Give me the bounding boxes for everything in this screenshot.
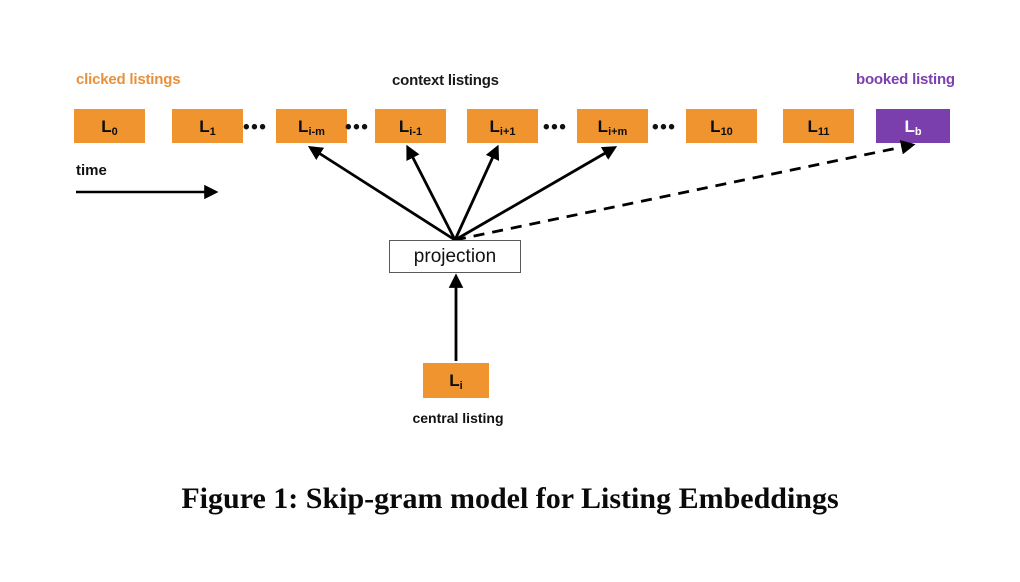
listing-box-label: L10 (710, 116, 733, 138)
context-arrow-1 (406, 144, 457, 241)
listing-box-label: Lb (904, 116, 922, 138)
listing-box-label: L0 (101, 116, 118, 138)
clicked-listings-label: clicked listings (76, 71, 181, 88)
booked-listing-label: booked listing (856, 71, 955, 88)
listing-box-label: Li+1 (489, 116, 516, 138)
listing-box-l-i-1[interactable]: Li-1 (375, 109, 446, 143)
listing-box-label: L11 (807, 116, 830, 138)
central-listing-label: Li (449, 371, 463, 392)
booked-arrow (454, 140, 916, 242)
central-listing-caption: central listing (412, 410, 504, 426)
sequence-ellipsis: ••• (345, 117, 370, 138)
sequence-ellipsis: ••• (243, 117, 268, 138)
listing-box-l-0[interactable]: L0 (74, 109, 145, 143)
projection-box[interactable]: projection (389, 240, 521, 273)
listing-box-label: Li-1 (398, 116, 423, 138)
sequence-ellipsis: ••• (543, 117, 568, 138)
listing-box-label: Li-m (298, 116, 325, 138)
listing-box-l-i-m[interactable]: Li-m (276, 109, 347, 143)
listing-box-l-11[interactable]: L11 (783, 109, 854, 143)
context-listings-label: context listings (392, 72, 499, 89)
listing-box-label: Li+m (597, 116, 628, 138)
listing-box-l-b[interactable]: Lb (876, 109, 950, 143)
figure-caption: Figure 1: Skip-gram model for Listing Em… (181, 482, 839, 515)
projection-label: projection (413, 245, 497, 267)
listing-box-l-i+m[interactable]: Li+m (577, 109, 648, 143)
listing-box-l-10[interactable]: L10 (686, 109, 757, 143)
context-arrow-2 (453, 144, 500, 241)
listing-box-l-i+1[interactable]: Li+1 (467, 109, 538, 143)
sequence-ellipsis: ••• (652, 117, 677, 138)
time-axis-label: time (76, 162, 107, 179)
context-arrow-0 (307, 146, 456, 242)
context-arrow-3 (454, 146, 618, 242)
listing-box-l-1[interactable]: L1 (172, 109, 243, 143)
listing-box-label: L1 (199, 116, 216, 138)
central-listing-box[interactable]: Li (423, 363, 489, 398)
